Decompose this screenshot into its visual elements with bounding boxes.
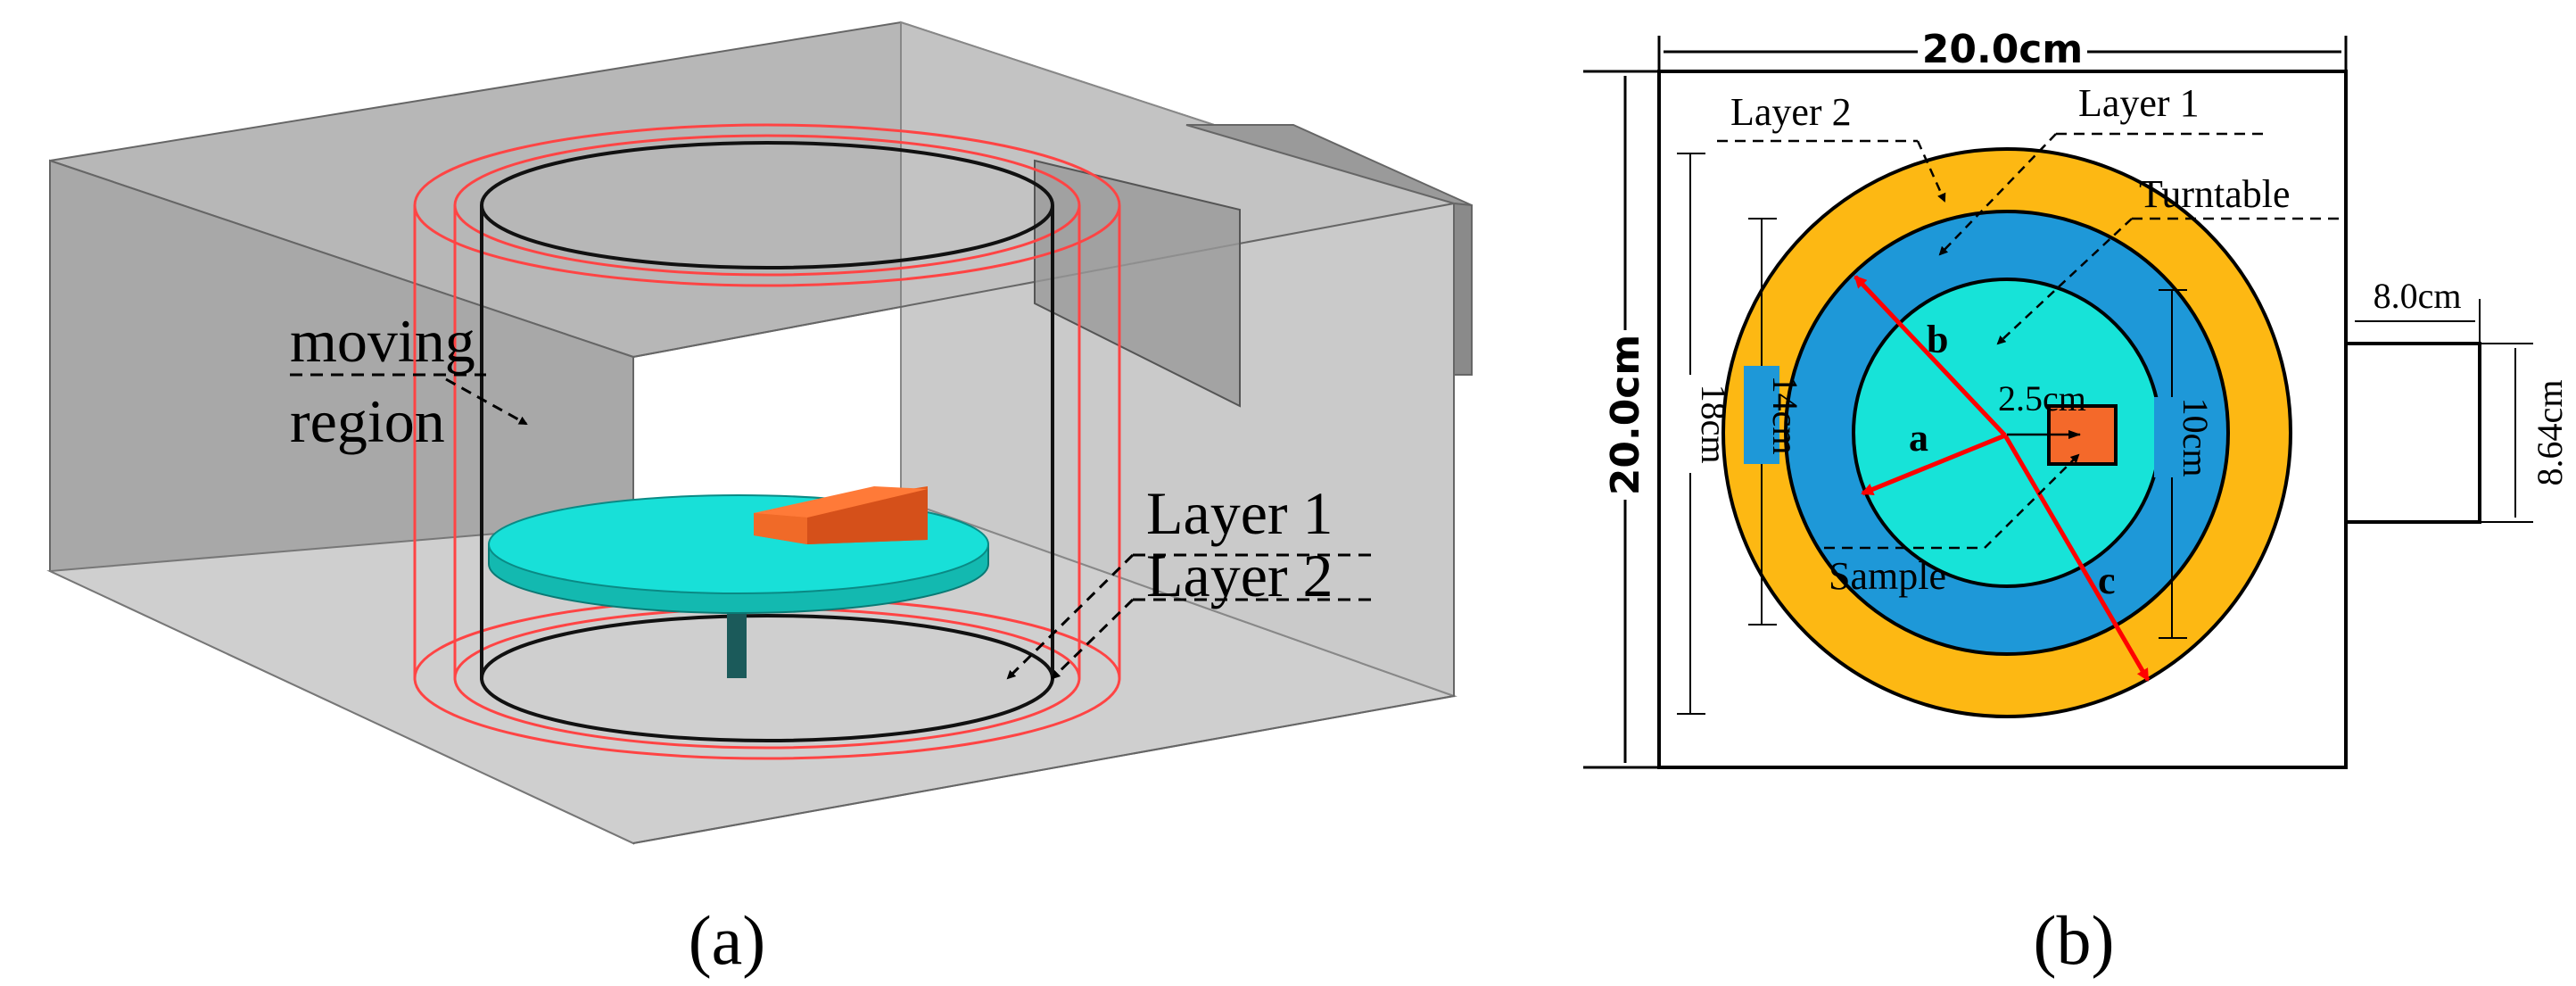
top-dim-label: 20.0cm	[1922, 27, 2084, 72]
moving-region-arrow	[445, 377, 528, 426]
sample-offset-label: 2.5cm	[1998, 378, 2086, 418]
moving-region-label-line1: moving	[290, 307, 475, 375]
dim-10cm-label: 10cm	[2176, 398, 2216, 477]
radius-c-line	[2002, 434, 2151, 682]
dim-18cm-label: 18cm	[1694, 385, 1734, 464]
left-dim-label: 20.0cm	[1603, 335, 1648, 496]
panel-b-caption: (b)	[2034, 901, 2115, 979]
radius-a-label: a	[1909, 416, 1928, 460]
panel-b-top-view: a b c 2.5cm 20.0cm 20.0cm 18cm 14cm 10	[1583, 25, 2570, 979]
port-width-label: 8.0cm	[2374, 276, 2462, 316]
moving-region-label-line2: region	[290, 387, 445, 455]
sample-label-b: Sample	[1829, 554, 1946, 598]
waveguide-port-outline	[2344, 342, 2481, 524]
waveguide-opening	[1034, 159, 1241, 408]
radius-b-line	[1854, 275, 2007, 437]
layer-2-label-a: Layer 2	[1146, 542, 1333, 609]
radius-c-label: c	[2098, 559, 2116, 602]
radius-b-label: b	[1927, 318, 1948, 361]
waveguide-port	[1453, 202, 1473, 376]
layer-2-cylinder	[413, 123, 1121, 760]
panel-a-caption: (a)	[689, 901, 766, 979]
sample-box-3d	[754, 486, 928, 544]
dim-14cm-label-bg	[1744, 366, 1779, 464]
dim-14cm-label: 14cm	[1765, 376, 1805, 455]
radius-a-line	[1861, 433, 2006, 496]
layer-1-label-a: Layer 1	[1146, 479, 1333, 547]
layer-1-arrow-a	[1006, 553, 1135, 680]
dim-18cm-label-bg	[1672, 375, 1708, 473]
sample-arrow-b	[1984, 453, 2080, 549]
panel-a-cavity-diagram: moving region Layer 1 Layer 2 (a)	[46, 21, 1473, 979]
layer-2-arrow-b	[1916, 140, 1946, 203]
port-height-label: 8.64cm	[2530, 380, 2570, 486]
turntable-label-b: Turntable	[2139, 172, 2291, 216]
turntable-3d	[488, 494, 989, 614]
turntable-arrow-b	[1996, 218, 2133, 345]
layer-2-arrow-a	[1051, 598, 1135, 680]
layer-1-arrow-b	[1938, 133, 2057, 256]
left-dim-label-bg	[1603, 330, 1647, 500]
layer-2-label-b: Layer 2	[1730, 90, 1852, 134]
dim-10cm-label-bg	[2154, 397, 2190, 477]
layer-1-label-b: Layer 1	[2078, 81, 2200, 125]
top-dim-label-bg	[1918, 25, 2087, 70]
